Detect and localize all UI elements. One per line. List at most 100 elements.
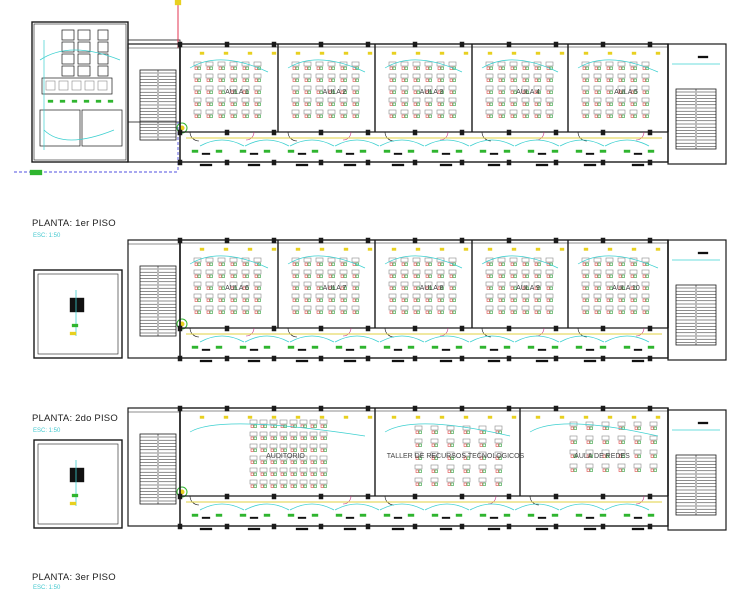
chair [340,114,344,118]
chair [522,274,526,278]
chair [642,298,646,302]
desk [448,305,457,311]
chair [447,443,451,447]
chair [197,286,201,290]
desk [412,305,421,311]
chair [570,440,574,444]
panel-symbol [199,359,213,363]
chair [292,114,296,118]
lamp [535,51,541,55]
chair [413,298,417,302]
chair [428,114,432,118]
desk [205,109,214,115]
desk [229,257,238,263]
chair [573,426,577,430]
chair [257,66,261,70]
chair [645,286,649,290]
chair [280,472,284,476]
desk [193,293,202,299]
desk [193,73,202,79]
chair [630,114,634,118]
chair [194,298,198,302]
desk [339,305,348,311]
column [506,355,512,362]
chair [570,468,574,472]
column [647,41,653,48]
desk [430,477,439,483]
desk [629,305,638,311]
chair [283,436,287,440]
chair [606,298,610,302]
door-arc [342,495,352,505]
chair [352,102,356,106]
chair [450,430,454,434]
switch [191,513,199,517]
column [553,355,559,362]
chair [618,114,622,118]
chair [253,472,257,476]
chair [401,114,405,118]
desk [533,97,542,103]
chair [606,310,610,314]
column [412,493,418,500]
chair [418,469,422,473]
lamp [607,247,613,251]
wiring-arc [469,139,515,147]
wiring-arc [379,139,425,147]
desk [229,109,238,115]
chair [206,90,210,94]
chair [534,66,538,70]
chair [295,298,299,302]
desk [485,293,494,299]
chair [546,286,550,290]
desk [291,293,300,299]
chair [425,286,429,290]
column [647,159,653,166]
chair [260,448,264,452]
chair [389,90,393,94]
chair [425,310,429,314]
desk [497,293,506,299]
chair [254,298,258,302]
switch [335,345,343,349]
chair [586,468,590,472]
chair [431,469,435,473]
column [506,129,512,136]
chair [525,262,529,266]
desk [494,477,503,483]
desk [641,85,650,91]
chair [242,310,246,314]
desk [436,97,445,103]
chair [316,102,320,106]
desk [229,305,238,311]
chair [645,298,649,302]
desk [545,281,554,287]
chair [653,468,657,472]
chair [209,298,213,302]
desk [388,281,397,287]
desk [593,109,602,115]
door-arc [384,495,395,506]
chair [418,443,422,447]
column [459,237,465,244]
chair [355,274,359,278]
column [459,325,465,332]
chair [609,102,613,106]
chair [415,430,419,434]
chair [501,274,505,278]
chair [585,262,589,266]
column [271,405,277,412]
chair [392,298,396,302]
panel-symbol [29,169,43,176]
switch [551,345,559,349]
chair [290,436,294,440]
desk [253,257,262,263]
chair [389,286,393,290]
column [365,159,371,166]
chair [273,460,277,464]
room-label: AULA 10 [612,285,640,292]
chair [206,78,210,82]
chair [257,298,261,302]
chair [582,298,586,302]
chair [254,90,258,94]
